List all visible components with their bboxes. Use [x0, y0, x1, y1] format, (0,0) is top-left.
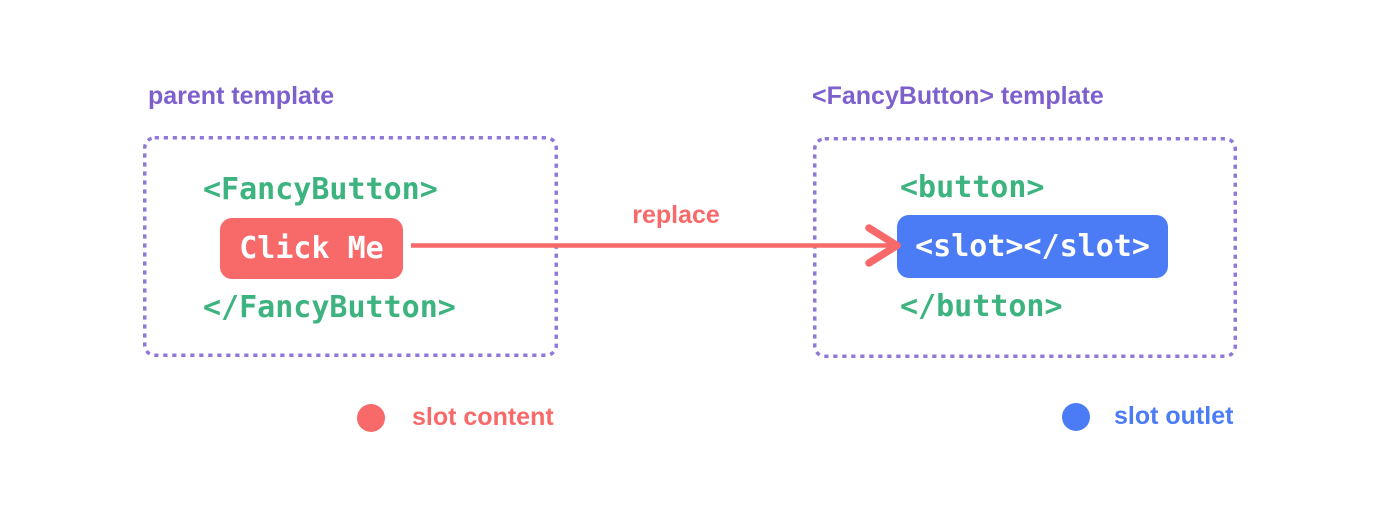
legend-slot-outlet: slot outlet [1062, 402, 1233, 431]
parent-template-title: parent template [148, 82, 335, 110]
parent-template-box: <FancyButton> Click Me </FancyButton> [143, 136, 558, 357]
replace-label: replace [632, 201, 720, 229]
fancybutton-open-tag: <FancyButton> [203, 172, 438, 207]
slot-content-label: slot content [412, 403, 554, 431]
slot-content-dot-icon [357, 403, 385, 432]
slot-outlet-box[interactable]: <slot></slot> [897, 215, 1168, 278]
click-me-button[interactable]: Click Me [220, 218, 403, 279]
fancybutton-template-box: <button> <slot></slot> </button> [813, 137, 1237, 358]
fancybutton-template-title: <FancyButton> template [812, 82, 1104, 110]
button-open-tag: <button> [900, 170, 1045, 205]
slot-outlet-label: slot outlet [1114, 402, 1234, 430]
legend-slot-content: slot content [357, 403, 554, 432]
fancybutton-close-tag: </FancyButton> [203, 290, 456, 325]
slot-outlet-dot-icon [1062, 402, 1090, 431]
button-close-tag: </button> [900, 289, 1063, 324]
